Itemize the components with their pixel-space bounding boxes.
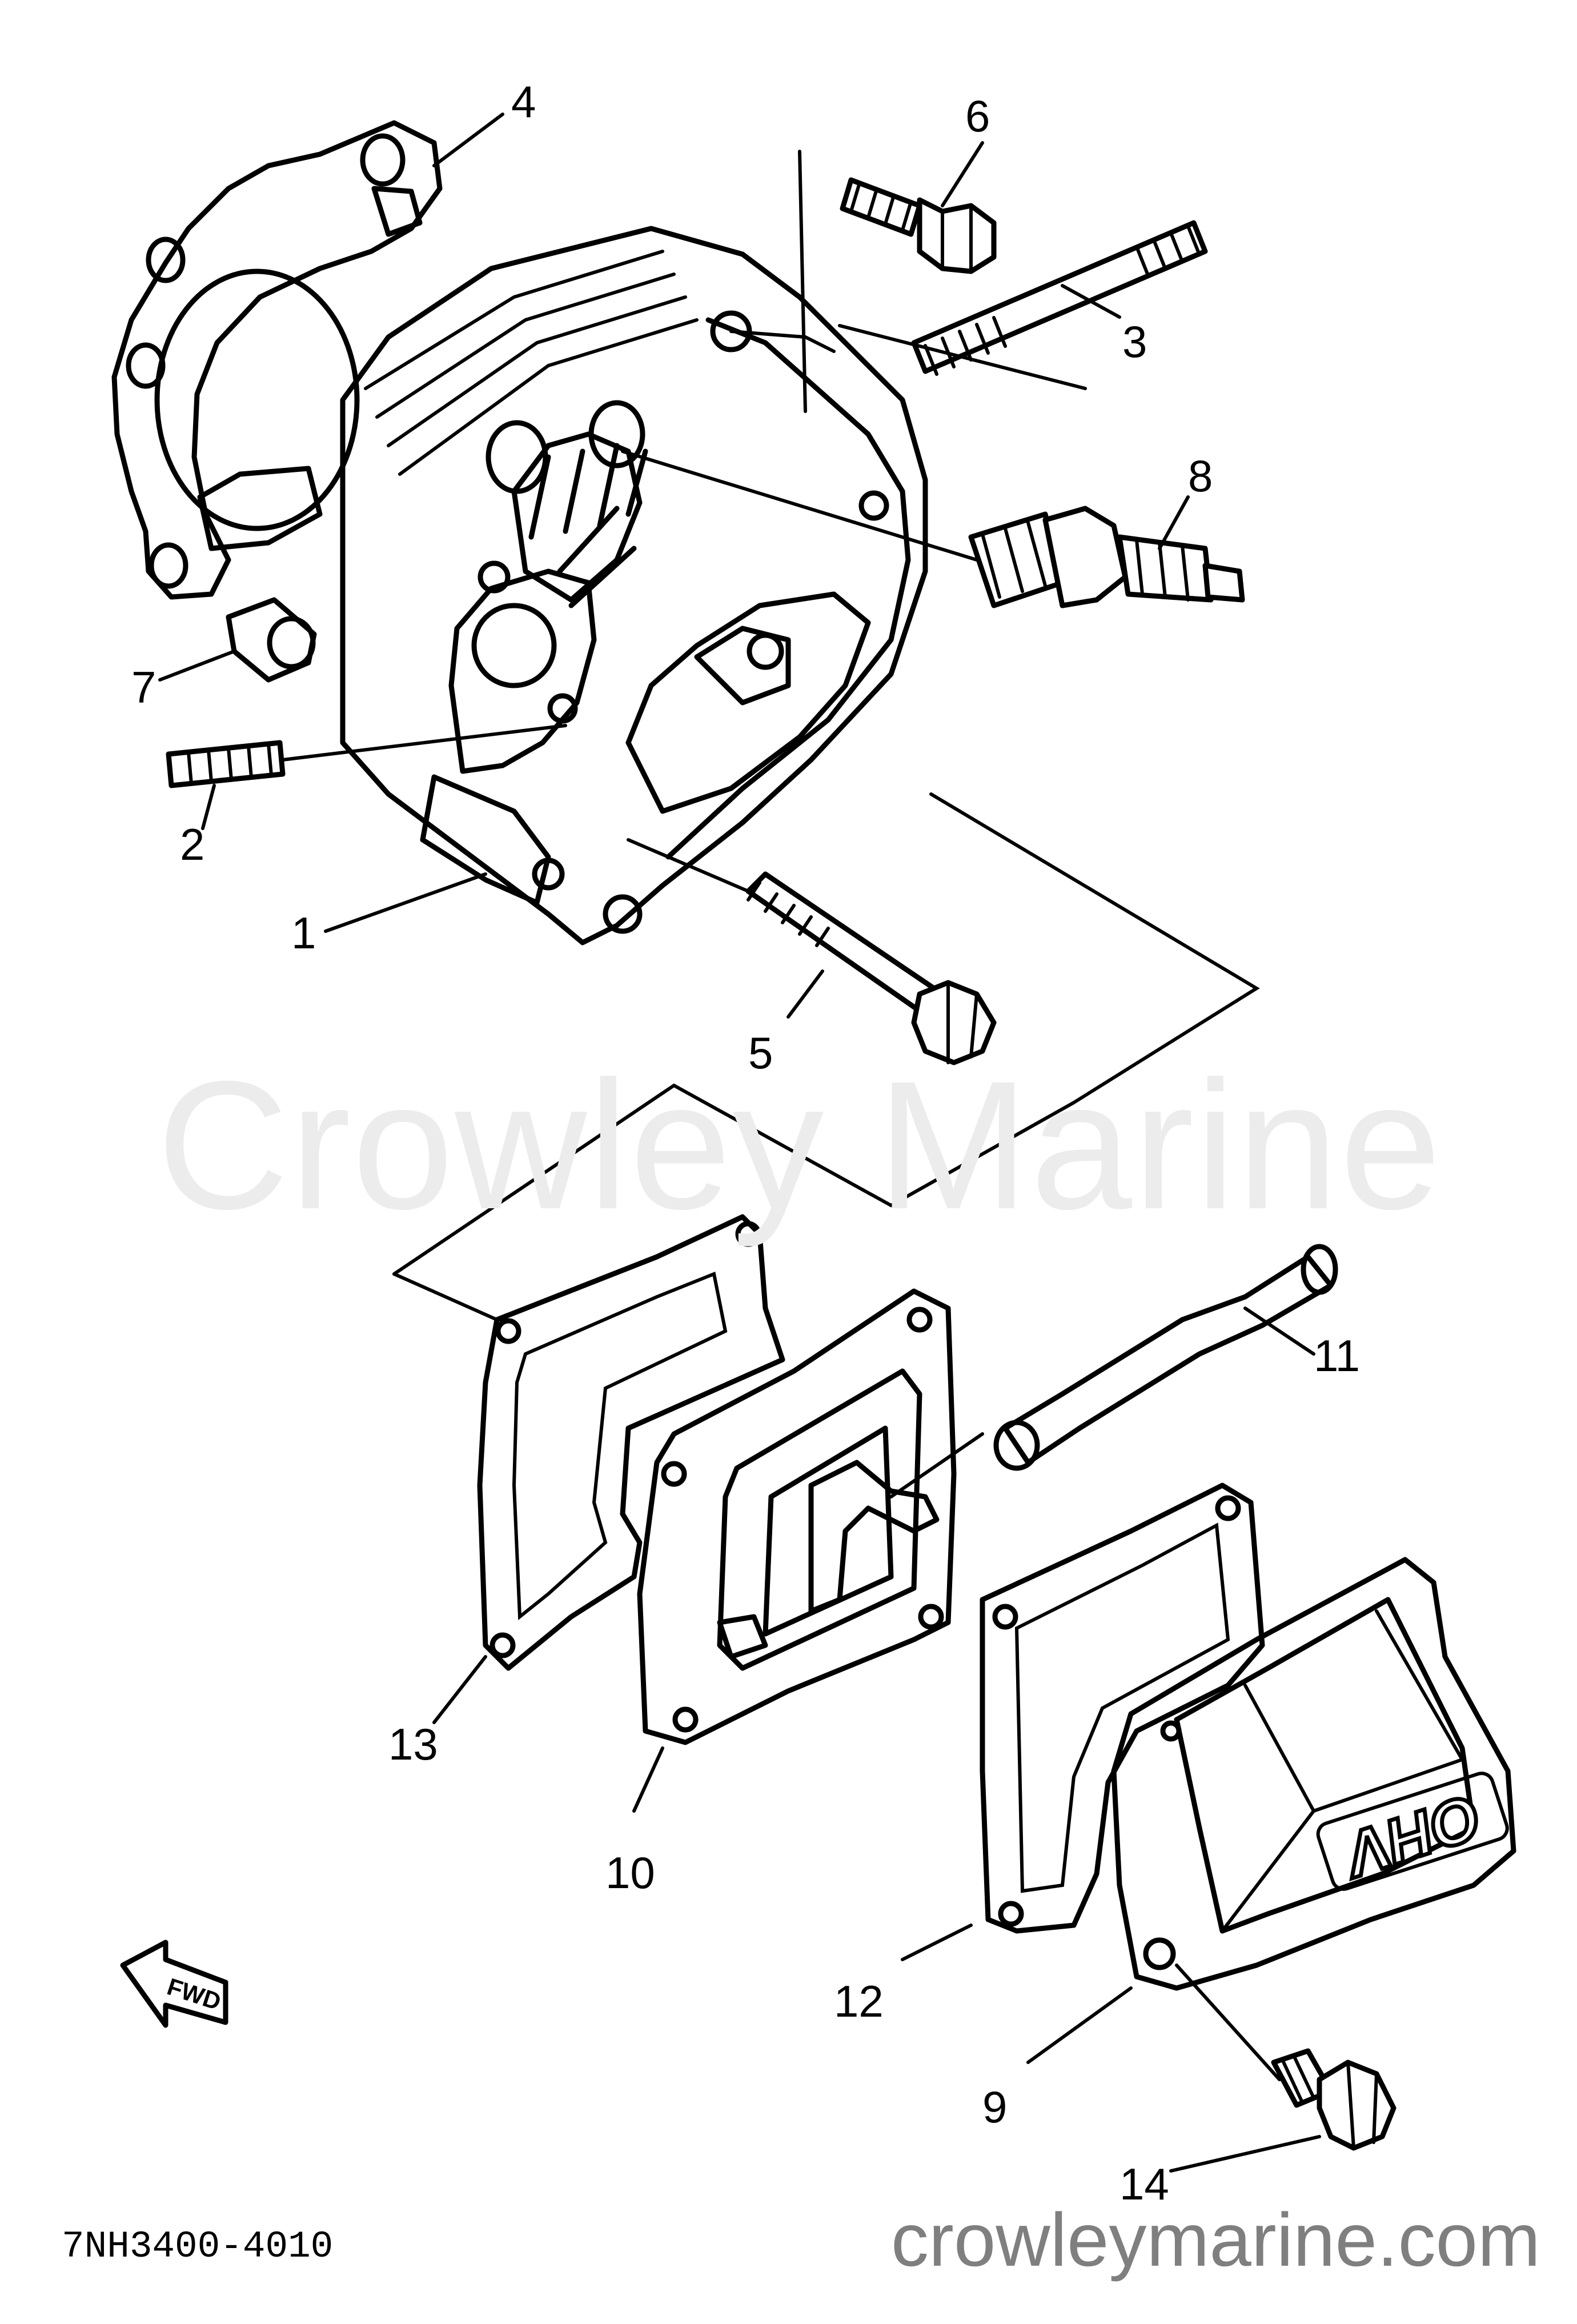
- callout-5: 5: [748, 1028, 773, 1078]
- part-6-bolt: [840, 177, 997, 274]
- part-9-valve-cover: OHV: [1111, 1557, 1516, 1991]
- callout-9: 9: [982, 2082, 1007, 2132]
- callout-3: 3: [1122, 316, 1147, 367]
- part-1-cylinder-head: [340, 226, 928, 945]
- part-code: 7NH3400-4010: [62, 2225, 334, 2268]
- part-10-breather-plate: [637, 1288, 957, 1745]
- part-5-bolt: [745, 871, 997, 1065]
- callout-10: 10: [605, 1848, 655, 1898]
- callout-8: 8: [1188, 451, 1213, 501]
- callout-11: 11: [1314, 1331, 1360, 1381]
- callout-labels: 4 6 3 8 7 2 1 5 11 13 10 12 9 14: [131, 77, 1360, 2209]
- part-13-gasket: [477, 1214, 785, 1671]
- part-4-head-gasket: [111, 120, 443, 600]
- callout-13: 13: [388, 1719, 438, 1769]
- leader-lines: [158, 113, 1321, 2173]
- watermark-url: crowleymarine.com: [891, 2198, 1540, 2282]
- part-12-gasket: [980, 1482, 1265, 1934]
- assembly-outline-lower: [392, 1083, 1076, 1321]
- callout-1: 1: [291, 908, 316, 958]
- callout-14: 14: [1119, 2159, 1169, 2209]
- callout-7: 7: [131, 662, 156, 712]
- callout-12: 12: [834, 1976, 884, 2026]
- part-11-breather-hose: [993, 1244, 1338, 1471]
- part-7-dowel-pin: [226, 597, 317, 683]
- fwd-arrow-icon: FWD: [120, 1940, 228, 2028]
- callout-6: 6: [965, 91, 990, 141]
- assembly-outline-upper: [798, 150, 1260, 1104]
- callout-2: 2: [180, 819, 204, 870]
- part-8-spark-plug: [968, 506, 1245, 608]
- callout-4: 4: [511, 77, 536, 127]
- part-2-stud: [166, 740, 286, 788]
- part-14-bolt: [1271, 2048, 1397, 2151]
